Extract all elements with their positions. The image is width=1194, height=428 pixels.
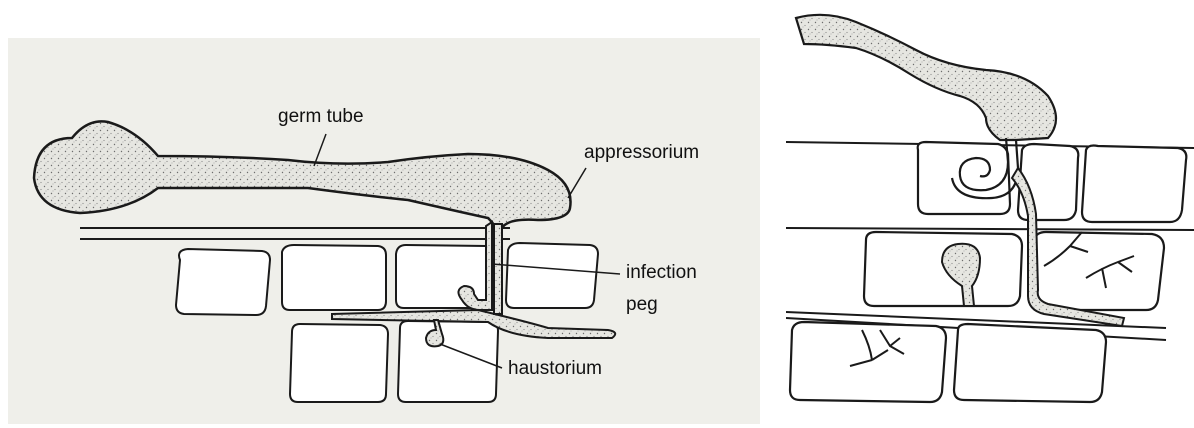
plant-cell <box>290 324 388 402</box>
germ-tube-leader <box>314 134 326 166</box>
plant-cell <box>954 324 1106 402</box>
plant-cell <box>918 142 1010 214</box>
appressorium-leader <box>568 168 586 198</box>
plant-cell <box>282 245 386 310</box>
plant-cell <box>398 321 498 402</box>
label-peg: peg <box>626 294 658 315</box>
label-germ-tube: germ tube <box>278 106 364 127</box>
sketch-cuticle-line <box>786 228 1194 230</box>
spore-germ-tube-appressorium <box>34 121 571 228</box>
infection-sketch-svg <box>786 0 1194 428</box>
plant-cell <box>864 232 1022 306</box>
plant-cell <box>176 249 270 315</box>
plant-cell <box>396 245 494 308</box>
plant-cell <box>1082 146 1186 223</box>
infection-diagram-svg: germ tube appressorium infection peg hau… <box>8 38 760 424</box>
label-infection: infection <box>626 262 697 283</box>
unlabeled-infection-sketch <box>786 0 1194 428</box>
label-appressorium: appressorium <box>584 142 699 163</box>
labeled-infection-diagram: germ tube appressorium infection peg hau… <box>8 38 760 424</box>
label-haustorium: haustorium <box>508 358 602 379</box>
sketch-hypha-appressorium <box>796 15 1056 140</box>
plant-cell <box>506 243 598 308</box>
penetration-hypha <box>494 224 502 314</box>
